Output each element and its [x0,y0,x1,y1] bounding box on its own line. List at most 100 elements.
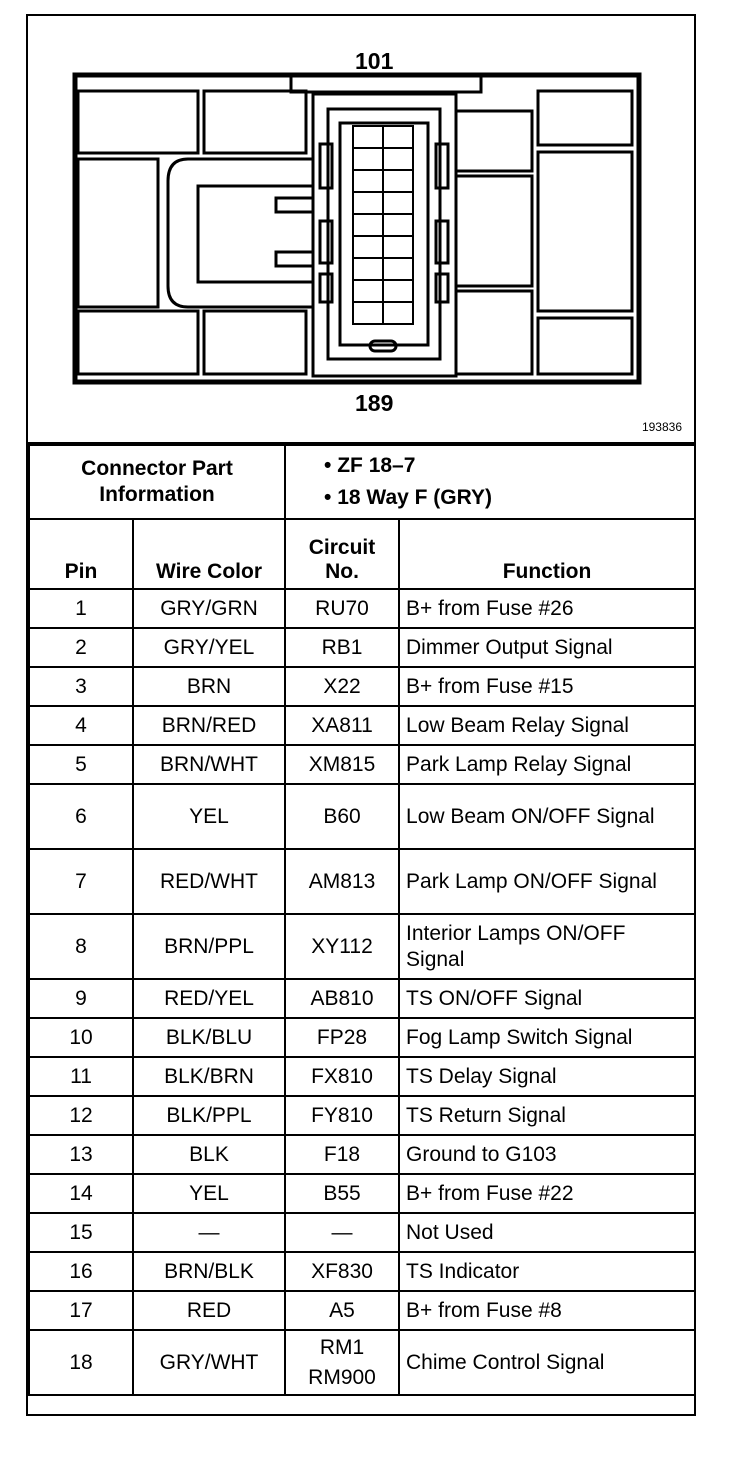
pinout-table: Connector Part Information • ZF 18–7 • 1… [27,444,697,1396]
connector-part-info-label: Connector Part Information [27,444,287,520]
wire-color: BRN/RED [131,705,287,746]
wire-color: BRN [131,666,287,707]
pin-function: B+ from Fuse #15 [398,666,697,707]
pin-number: 9 [28,978,134,1019]
pin-number: 15 [28,1212,134,1253]
column-header-row: Pin Wire Color Circuit No. Function [28,518,697,590]
wire-color: GRY/GRN [131,588,287,629]
pin-function: TS Indicator [398,1251,697,1292]
wire-color: BRN/BLK [131,1251,287,1292]
pin-number: 18 [28,1329,134,1396]
wire-color: GRY/YEL [131,627,287,668]
pin-label-bottom: 189 [355,390,394,416]
circuit-number: AM813 [284,848,401,915]
wire-color: YEL [131,783,287,850]
connector-diagram: 101 189 193836 [28,16,694,444]
wire-color: BLK/BRN [131,1056,287,1097]
circuit-number-1: RM1 [319,1335,365,1359]
pin-number: 1 [28,588,134,629]
table-row: 15——Not Used [28,1212,697,1253]
circuit-number: XF830 [284,1251,401,1292]
pin-number: 2 [28,627,134,668]
pin-function: B+ from Fuse #22 [398,1173,697,1214]
pin-function: B+ from Fuse #8 [398,1290,697,1331]
figure-id: 193836 [641,420,682,434]
circuit-number: XY112 [284,913,401,980]
connector-part-info-values: • ZF 18–7 • 18 Way F (GRY) [284,444,697,520]
wire-color: RED/WHT [131,848,287,915]
pin-function: B+ from Fuse #26 [398,588,697,629]
pin-number: 13 [28,1134,134,1175]
pin-function: Chime Control Signal [398,1329,697,1396]
circuit-number: AB810 [284,978,401,1019]
pin-number: 5 [28,744,134,785]
wire-color: BLK [131,1134,287,1175]
circuit-number: X22 [284,666,401,707]
pin-number: 17 [28,1290,134,1331]
wire-color: BLK/PPL [131,1095,287,1136]
circuit-number: XA811 [284,705,401,746]
pin-function: TS ON/OFF Signal [398,978,697,1019]
pin-number: 16 [28,1251,134,1292]
wire-color: RED/YEL [131,978,287,1019]
pin-number: 3 [28,666,134,707]
pin-function: Park Lamp Relay Signal [398,744,697,785]
circuit-number: F18 [284,1134,401,1175]
pin-function: Park Lamp ON/OFF Signal [398,848,697,915]
pin-function: TS Delay Signal [398,1056,697,1097]
pin-function: Ground to G103 [398,1134,697,1175]
pin-function: Interior Lamps ON/OFF Signal [398,913,697,980]
pin-number: 8 [28,913,134,980]
pin-number: 6 [28,783,134,850]
circuit-number: FP28 [284,1017,401,1058]
header-wire-color: Wire Color [131,518,287,590]
pin-number: 11 [28,1056,134,1097]
pin-function: TS Return Signal [398,1095,697,1136]
pin-function: Fog Lamp Switch Signal [398,1017,697,1058]
wire-color: BLK/BLU [131,1017,287,1058]
header-pin: Pin [28,518,134,590]
circuit-number: RB1 [284,627,401,668]
circuit-number: RM1 RM900 [284,1329,401,1396]
wire-color: GRY/WHT [131,1329,287,1396]
circuit-number: FX810 [284,1056,401,1097]
circuit-number: — [284,1212,401,1253]
pin-number: 7 [28,848,134,915]
circuit-number-2: RM900 [308,1365,376,1389]
pin-function: Dimmer Output Signal [398,627,697,668]
table-row: 18 GRY/WHT RM1 RM900 Chime Control Signa… [28,1329,697,1396]
circuit-number: B60 [284,783,401,850]
pin-function: Not Used [398,1212,697,1253]
wire-color: BRN/WHT [131,744,287,785]
wire-color: BRN/PPL [131,913,287,980]
pin-function: Low Beam ON/OFF Signal [398,783,697,850]
circuit-number: FY810 [284,1095,401,1136]
header-function: Function [398,518,697,590]
wire-color: YEL [131,1173,287,1214]
connector-part-number: • ZF 18–7 [324,454,416,477]
pin-label-top: 101 [355,48,394,74]
circuit-number: RU70 [284,588,401,629]
header-circuit: Circuit No. [284,518,401,590]
connector-description: • 18 Way F (GRY) [324,486,493,509]
wire-color: — [131,1212,287,1253]
wire-color: RED [131,1290,287,1331]
pin-number: 10 [28,1017,134,1058]
connector-info-row: Connector Part Information • ZF 18–7 • 1… [27,444,697,520]
pin-function: Low Beam Relay Signal [398,705,697,746]
